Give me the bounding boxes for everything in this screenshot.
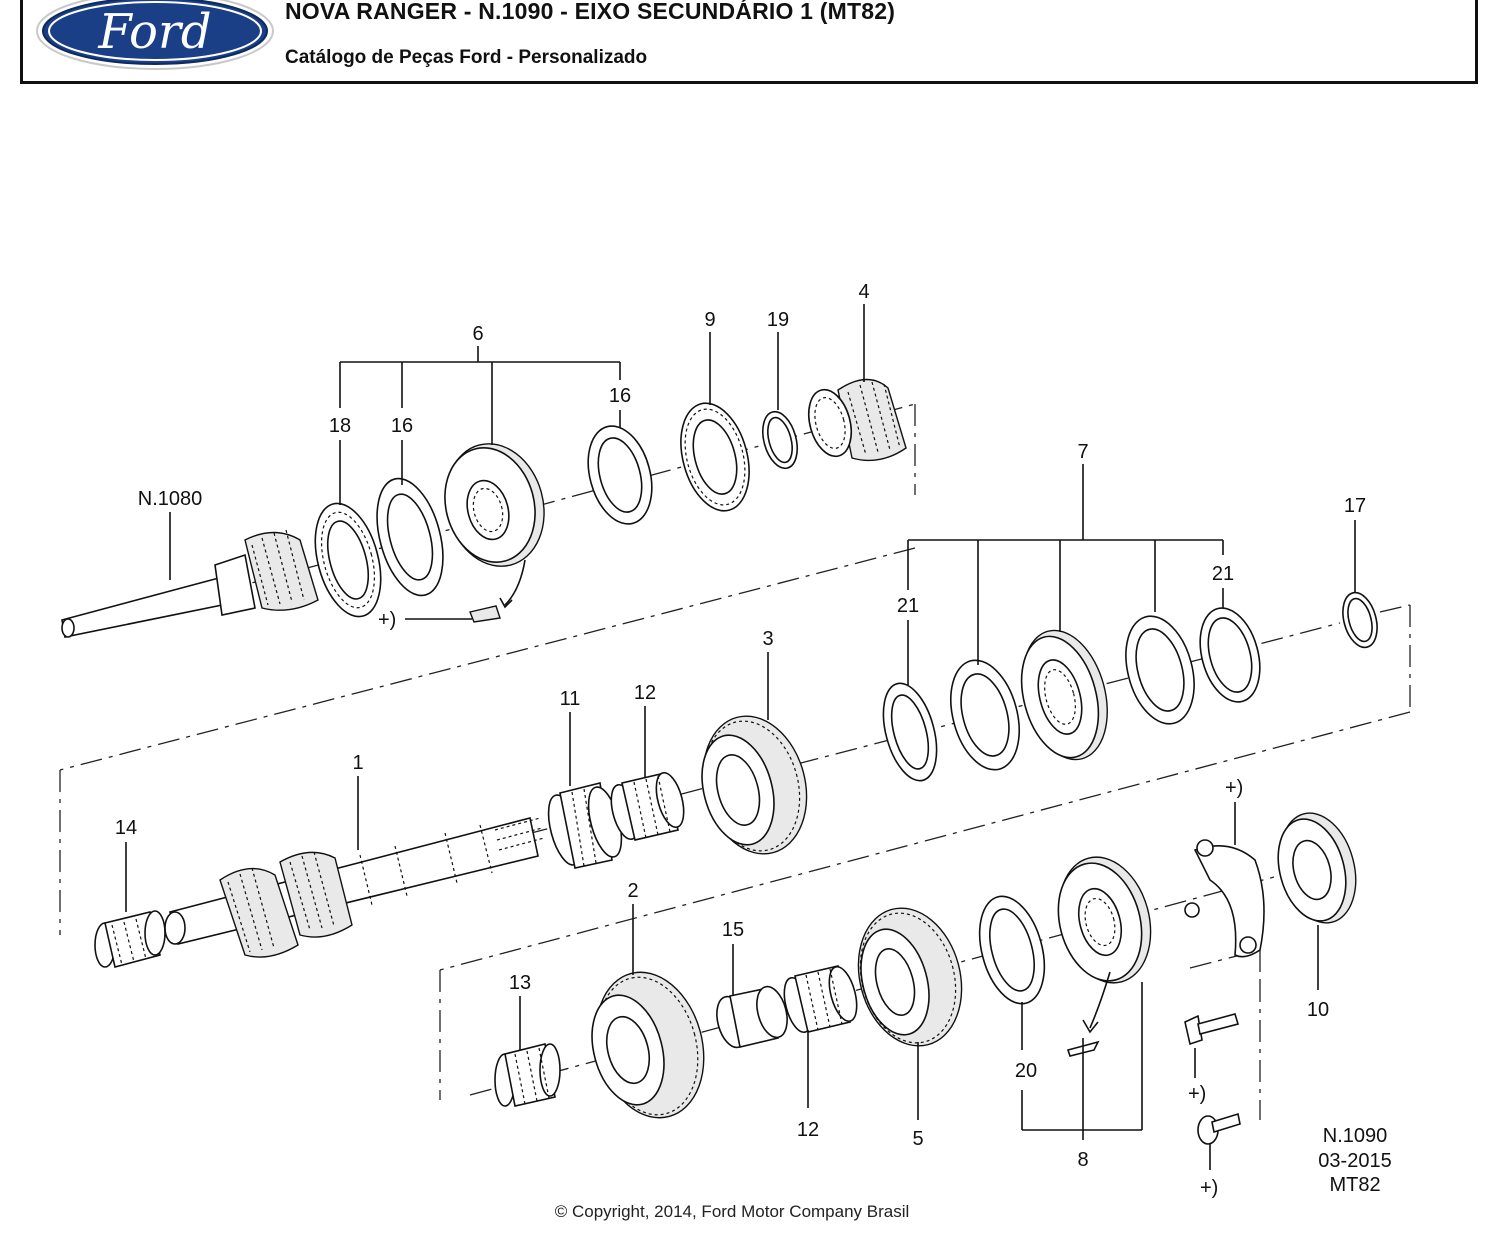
part-14-needle-bearing: [94, 910, 166, 968]
callout-17: 17: [1344, 495, 1366, 517]
diagram-footer: N.1090 03-2015 MT82 © Copyright, 2014, F…: [555, 1125, 1392, 1221]
callout-8: 8: [1077, 1149, 1088, 1171]
part-21-ring-right: [1199, 607, 1261, 703]
part-5-gear: [857, 907, 963, 1047]
part-15-bushing: [716, 985, 788, 1049]
part-3-gear: [701, 715, 808, 855]
part-12-bearing-bottom: [783, 965, 858, 1034]
callout-21-right: 21: [1212, 563, 1234, 585]
part-13-needle-bearing: [494, 1043, 561, 1107]
part-18-ring: [314, 502, 382, 618]
part-2-gear: [591, 971, 705, 1119]
retainer-plate: [1184, 839, 1265, 958]
ford-logo: Ford: [36, 0, 274, 70]
part-21-ring-left: [882, 682, 938, 782]
part-1-main-shaft: [164, 817, 545, 958]
logo-text: Ford: [97, 4, 211, 60]
callout-9: 9: [704, 309, 715, 331]
callout-20: 20: [1015, 1060, 1037, 1082]
callout-13: 13: [509, 972, 531, 994]
page-subtitle: Catálogo de Peças Ford - Personalizado: [285, 47, 648, 68]
bolt-lower: [1197, 1112, 1241, 1145]
input-shaft: [61, 529, 319, 638]
callout-11: 11: [560, 688, 581, 710]
callout-10: 10: [1307, 999, 1329, 1021]
part-10-bearing: [1277, 812, 1357, 924]
callout-n1080: N.1080: [138, 488, 203, 510]
leader-lines: [125, 304, 1356, 1170]
callout-labels: 6 18 16 16 9 19 4 N.1080 +) 7 21 21 17 3…: [115, 281, 1366, 1199]
callout-2: 2: [627, 880, 638, 902]
part-7-synchronizer-hub: [1020, 629, 1108, 761]
bolt-upper: [1184, 1013, 1240, 1046]
callout-14: 14: [115, 817, 137, 839]
part-20-ring: [978, 895, 1046, 1005]
part-16-ring-right: [587, 425, 653, 525]
callout-16-left: 16: [391, 415, 413, 437]
callout-16-right: 16: [609, 385, 631, 407]
part-17-snap-ring: [1342, 591, 1378, 649]
footer-date: 03-2015: [1318, 1150, 1391, 1172]
callout-21-left: 21: [897, 595, 919, 617]
part-7-ring-b: [1125, 615, 1195, 725]
callout-12-top: 12: [634, 682, 656, 704]
part-16-ring-left: [376, 477, 444, 597]
part-7-ring-a: [950, 659, 1020, 771]
footer-model: MT82: [1329, 1174, 1380, 1196]
part-19-snap-ring: [762, 410, 798, 470]
callout-5: 5: [912, 1128, 923, 1150]
part-6-synchronizer-hub: [444, 443, 545, 623]
callout-7: 7: [1077, 441, 1088, 463]
callout-15: 15: [722, 919, 744, 941]
callout-plus-bottom: +): [1200, 1177, 1218, 1199]
catalog-header: Ford NOVA RANGER - N.1090 - EIXO SECUNDÁ…: [20, 0, 1478, 84]
copyright-text: © Copyright, 2014, Ford Motor Company Br…: [555, 1202, 910, 1221]
callout-6: 6: [472, 323, 483, 345]
callout-12-bottom: 12: [797, 1119, 819, 1141]
part-9-ring: [680, 402, 750, 512]
page-title: NOVA RANGER - N.1090 - EIXO SECUNDÁRIO 1…: [285, 0, 896, 24]
part-8-synchronizer-hub: [1057, 856, 1152, 1062]
callout-4: 4: [858, 281, 869, 303]
part-4-gear: [807, 378, 907, 462]
callout-3: 3: [762, 628, 773, 650]
callout-plus-middle: +): [1188, 1083, 1206, 1105]
callout-1: 1: [352, 752, 363, 774]
footer-code: N.1090: [1323, 1125, 1388, 1147]
part-12-bearing-top: [610, 771, 685, 841]
callout-plus-right: +): [1225, 777, 1243, 799]
callout-plus-top: +): [378, 609, 396, 631]
callout-18: 18: [329, 415, 351, 437]
callout-19: 19: [767, 309, 789, 331]
